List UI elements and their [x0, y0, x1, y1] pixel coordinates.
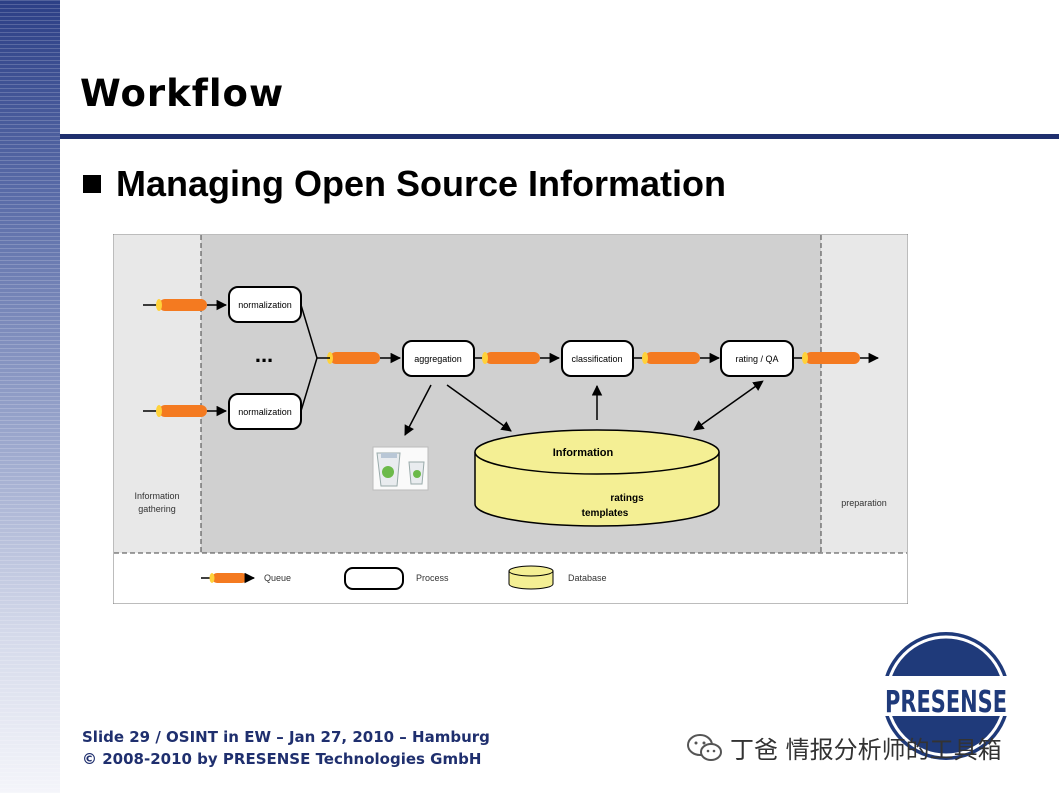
queue-icon-classification-out	[633, 352, 721, 364]
legend-queue: Queue	[201, 572, 291, 584]
arrow-aggregation-to-database	[446, 384, 512, 432]
database-templates: templates	[582, 508, 629, 519]
svg-text:normalization: normalization	[238, 407, 292, 417]
wechat-icon	[687, 733, 722, 761]
queue-icon-aggregation-out	[474, 352, 561, 364]
ellipsis-more-sources: ...	[255, 342, 273, 367]
workflow-diagram: Information gathering preparation	[113, 234, 908, 604]
svg-text:classification: classification	[571, 354, 622, 364]
database-title: Information	[553, 447, 614, 459]
arrow-aggregation-to-clipart	[404, 384, 432, 436]
database-ratings: ratings	[610, 493, 644, 504]
slide-title: Workflow	[80, 72, 285, 115]
sidebar-gradient-decoration	[0, 0, 60, 793]
svg-text:Queue: Queue	[264, 573, 291, 583]
process-rating-qa: rating / QA	[720, 340, 794, 377]
process-aggregation: aggregation	[402, 340, 475, 377]
svg-text:normalization: normalization	[238, 300, 292, 310]
legend-database: Database	[508, 565, 607, 590]
svg-text:Process: Process	[416, 573, 449, 583]
clipart-image-icon	[372, 446, 429, 491]
process-normalization-bottom: normalization	[228, 393, 302, 430]
title-underline	[60, 134, 1059, 139]
presense-logo: PRESENSE	[882, 632, 1010, 760]
process-classification: classification	[561, 340, 634, 377]
footer-slide-info: Slide 29 / OSINT in EW – Jan 27, 2010 – …	[82, 728, 490, 746]
process-normalization-top: normalization	[228, 286, 302, 323]
svg-text:rating / QA: rating / QA	[735, 354, 778, 364]
svg-text:Database: Database	[568, 573, 607, 583]
svg-text:PRESENSE: PRESENSE	[885, 685, 1007, 720]
bullet-square-icon	[83, 175, 101, 193]
footer-copyright: © 2008-2010 by PRESENSE Technologies Gmb…	[82, 750, 482, 768]
preparation-zone	[821, 235, 907, 553]
bullet-text: Managing Open Source Information	[116, 163, 727, 204]
zone-label-preparation: preparation	[841, 498, 887, 508]
svg-text:aggregation: aggregation	[414, 354, 462, 364]
watermark-text: 丁爸 情报分析师的工具箱	[730, 736, 1002, 764]
wechat-watermark: 丁爸 情报分析师的工具箱	[686, 730, 1002, 765]
database-information: Information ratings templates	[474, 429, 720, 527]
zone-label-gathering: gathering	[138, 504, 176, 514]
queue-icon-in-bottom	[143, 405, 228, 417]
information-gathering-zone	[114, 235, 201, 553]
bullet-item: Managing Open Source Information	[83, 163, 726, 205]
queue-icon-out	[793, 352, 880, 364]
legend-process: Process	[344, 567, 449, 590]
zone-label-information: Information	[134, 491, 179, 501]
queue-icon-in-top	[143, 299, 228, 311]
arrow-rating-database-bidirectional	[693, 380, 764, 431]
